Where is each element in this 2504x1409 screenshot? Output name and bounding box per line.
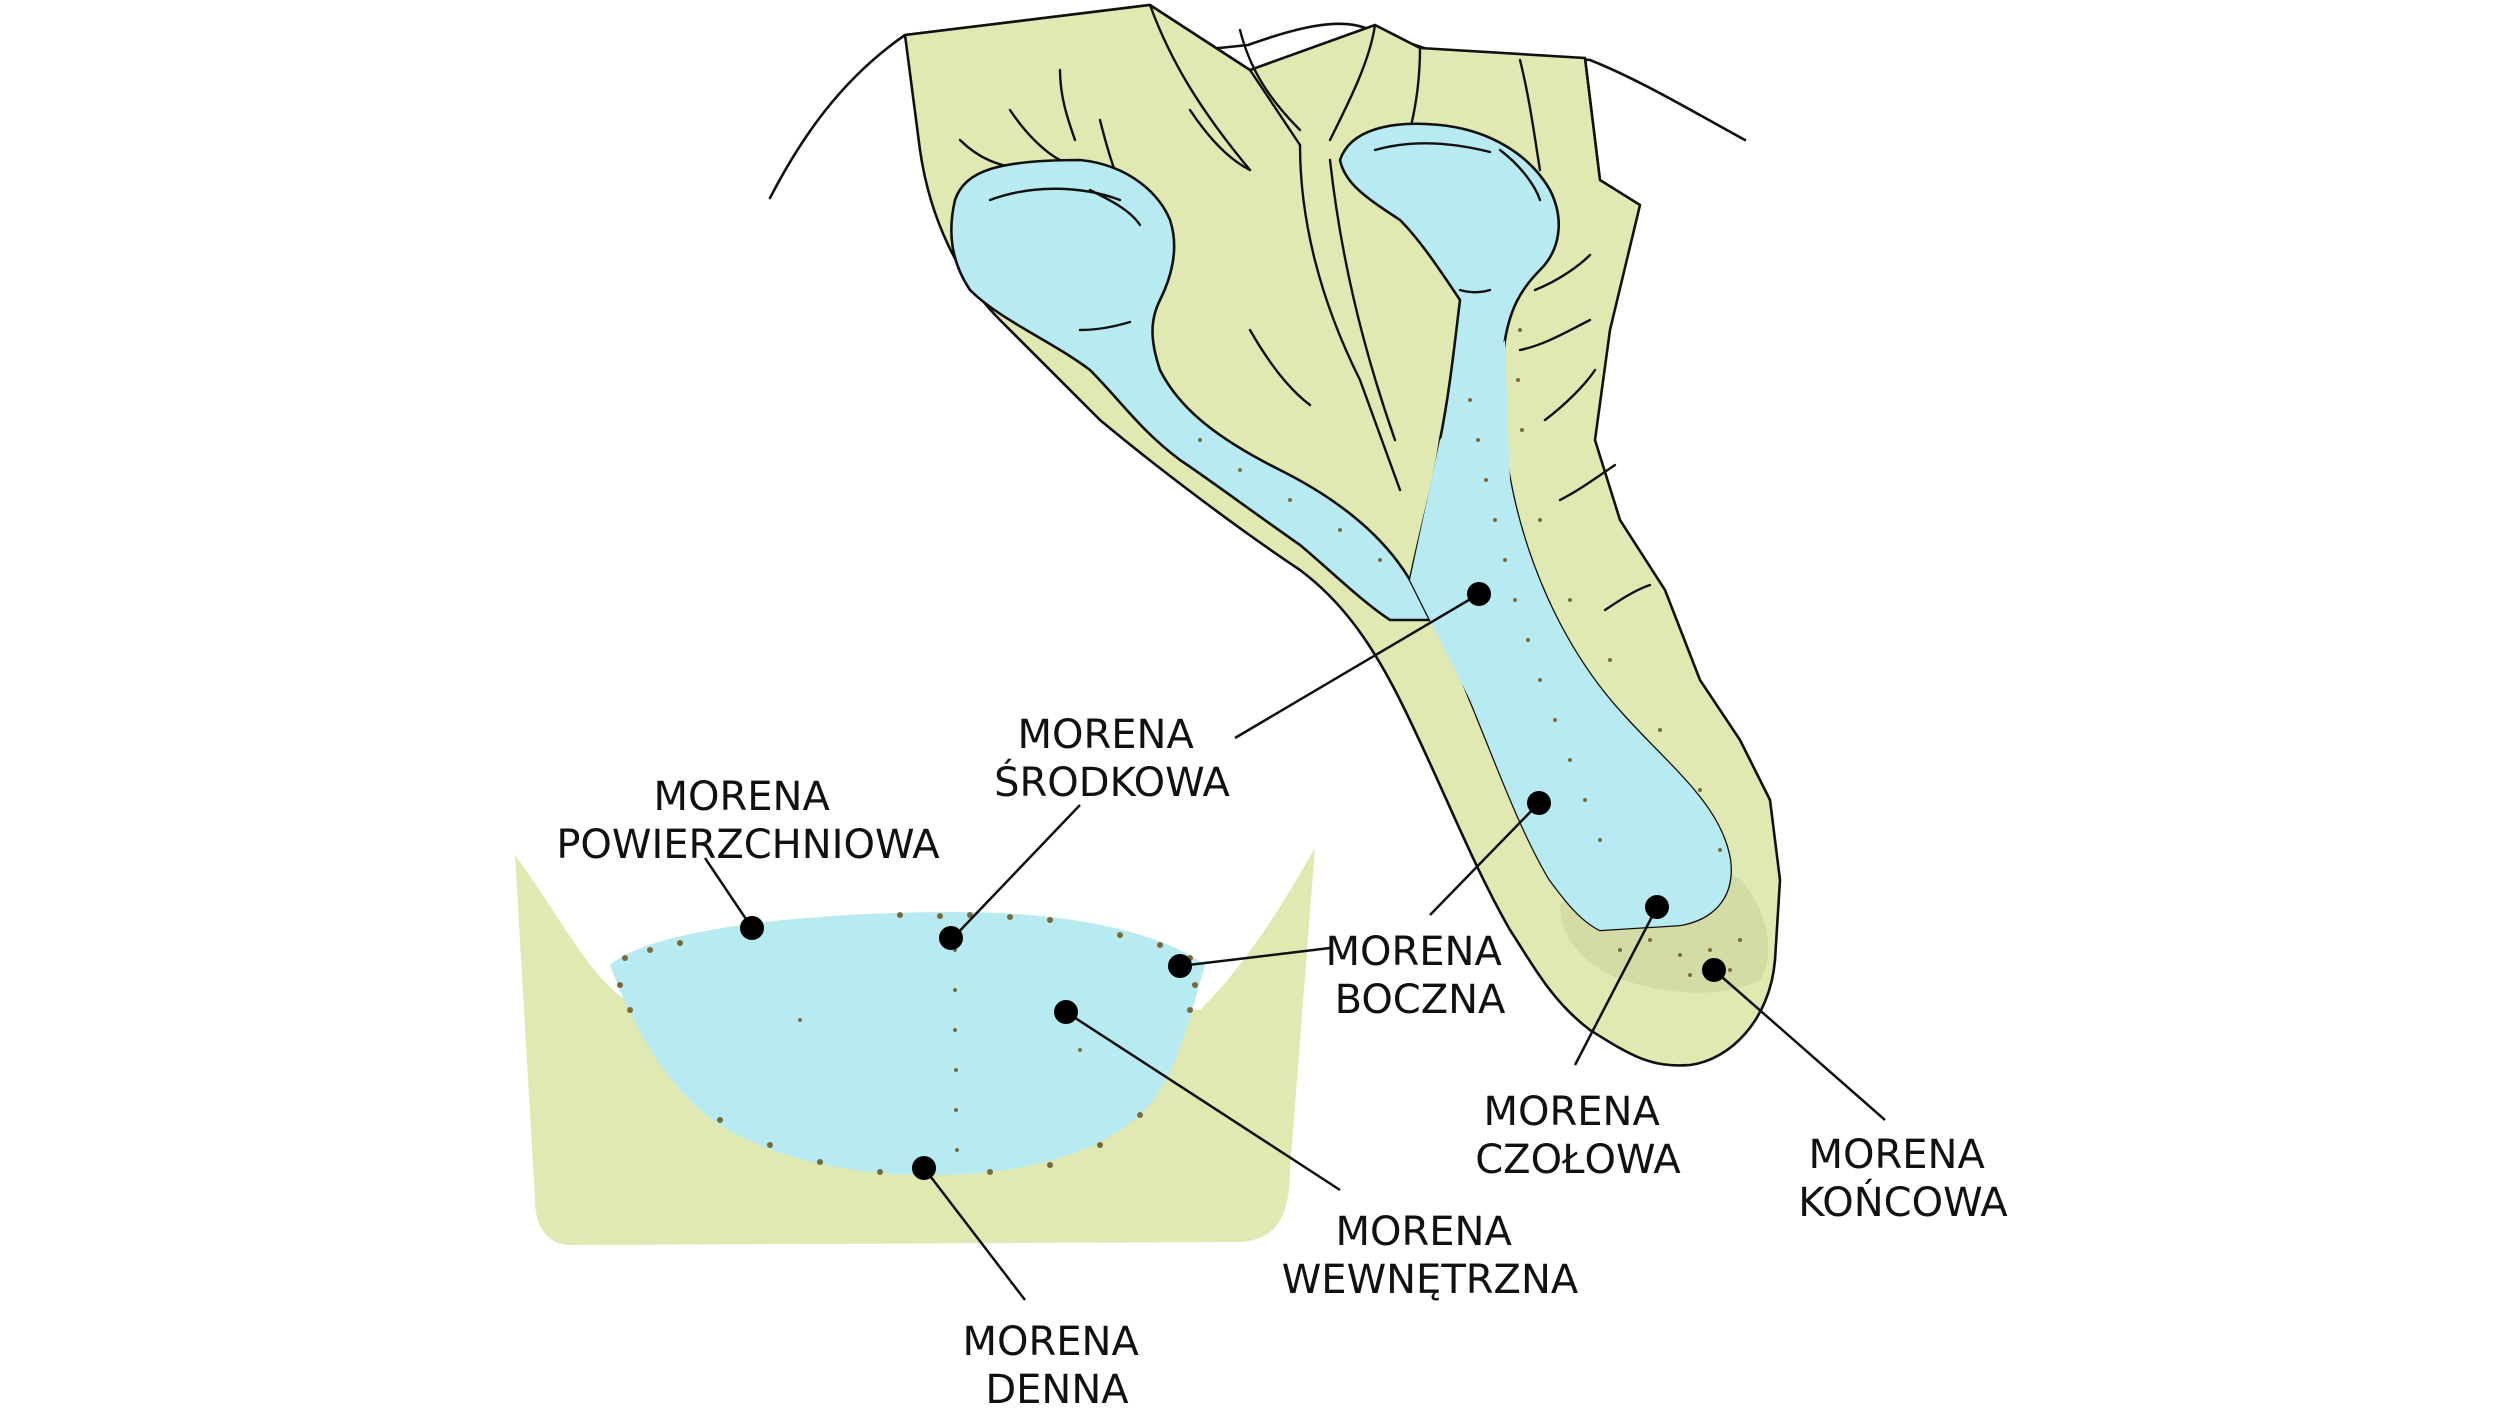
cirque-details xyxy=(988,142,1542,332)
leader-koncowa xyxy=(1713,969,1886,1121)
leader-boczna-section xyxy=(1179,946,1331,968)
leader-czolowa xyxy=(1573,906,1659,1066)
marker-czolowa xyxy=(1645,895,1669,919)
cross-section-ice xyxy=(610,912,1205,1175)
marker-wewnetrzna xyxy=(1054,1000,1078,1024)
leader-wewnetrzna xyxy=(1065,1010,1341,1192)
left-glacier-ice xyxy=(950,158,1432,622)
valley-glacier xyxy=(768,3,1782,1067)
leader-srodkowa xyxy=(1234,592,1480,740)
marker-dots xyxy=(740,582,1726,1180)
marker-boczna xyxy=(1527,791,1551,815)
label-boczna: MORENA BOCZNA xyxy=(1325,929,1514,1023)
leader-powierzchniowa xyxy=(703,857,754,929)
glacier-cross-section xyxy=(515,848,1315,1245)
marker-srodkowa xyxy=(1467,582,1491,606)
leader-denna xyxy=(923,1167,1026,1301)
marker-boczna-section xyxy=(1168,954,1192,978)
leader-srodkowa-section xyxy=(950,804,1081,941)
glacier-tongue xyxy=(1410,340,1731,930)
leader-boczna-valley xyxy=(1429,802,1540,916)
label-wewnetrzna: MORENA WEWNĘTRZNA xyxy=(1282,1209,1579,1303)
labels: MORENA ŚRODKOWA MORENA POWIERZCHNIOWA MO… xyxy=(556,712,2008,1409)
label-czolowa: MORENA CZOŁOWA xyxy=(1475,1089,1681,1183)
label-denna: MORENA DENNA xyxy=(962,1319,1151,1409)
label-srodkowa: MORENA ŚRODKOWA xyxy=(994,712,1230,806)
marker-koncowa xyxy=(1702,958,1726,982)
mountain-ridge-line xyxy=(768,3,1747,200)
valley-moraine-dots xyxy=(1198,328,1742,977)
label-koncowa: MORENA KOŃCOWA xyxy=(1798,1132,2008,1226)
marker-srodkowa-section xyxy=(939,926,963,950)
marker-powierzchniowa xyxy=(740,916,764,940)
leader-lines xyxy=(703,592,1886,1301)
cross-section-moraine-dots xyxy=(617,912,1198,1175)
label-powierzchniowa: MORENA POWIERZCHNIOWA xyxy=(556,774,940,868)
marker-denna xyxy=(912,1156,936,1180)
